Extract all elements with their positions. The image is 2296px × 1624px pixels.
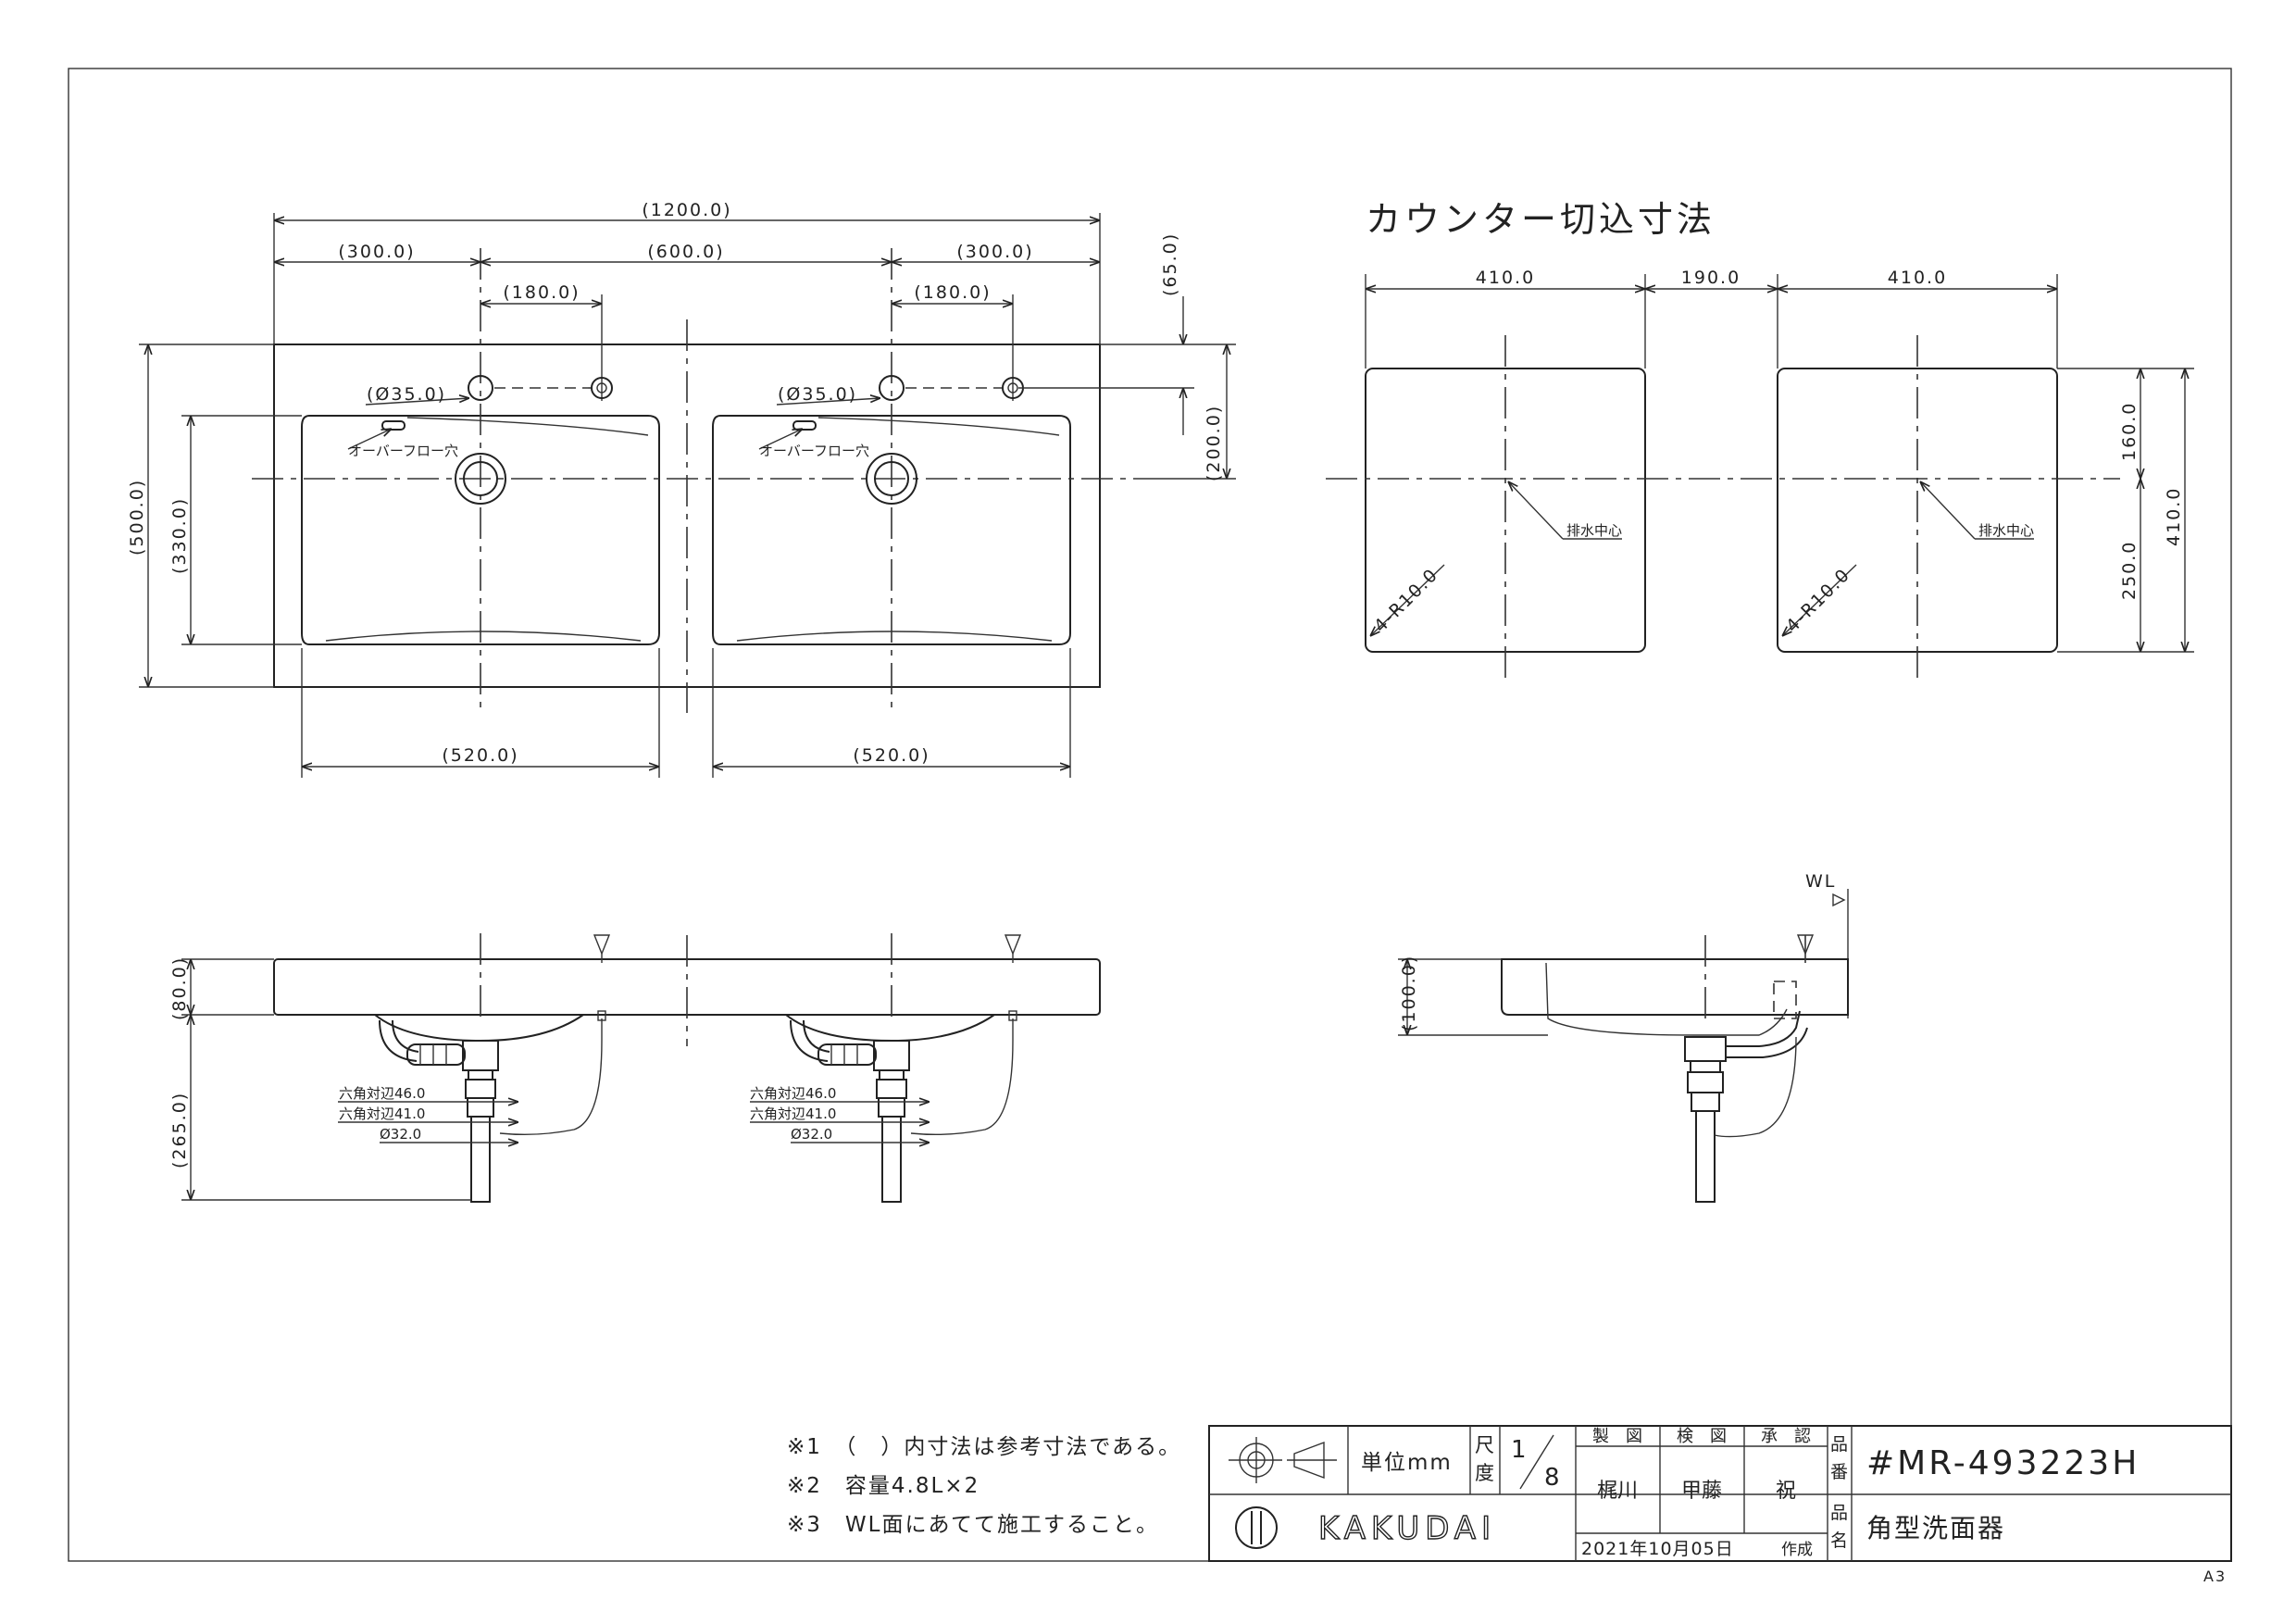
drain-assembly-left — [374, 934, 611, 1203]
overflow-hole-icon — [347, 420, 817, 450]
name-label-1: 品 — [1830, 1503, 1848, 1523]
part-no-label-2: 番 — [1830, 1462, 1848, 1482]
cutout-title: カウンター切込寸法 — [1366, 199, 1716, 240]
overflow-label-right: オーバーフロー穴 — [759, 443, 869, 459]
checked-by: 甲藤 — [1681, 1480, 1722, 1503]
drain-center-right: 排水中心 — [1978, 522, 2034, 539]
company-name: KAKUDAI — [1318, 1510, 1496, 1547]
overflow-label-left: オーバーフロー穴 — [348, 443, 458, 459]
date: 2021年10月05日 — [1581, 1539, 1734, 1559]
part-no-label-1: 品 — [1830, 1434, 1848, 1455]
kakudai-logo-icon — [1235, 1506, 1278, 1549]
dim-bowl-left: (520.0) — [442, 745, 518, 766]
hex-41-left: 六角対辺41.0 — [339, 1106, 425, 1122]
leader-radius-right — [1782, 564, 1857, 636]
note-2: ※2 容量4.8L×2 — [787, 1474, 980, 1498]
hex-41-right: 六角対辺41.0 — [750, 1106, 836, 1122]
projection-symbol-icon — [1229, 1437, 1337, 1483]
end-view: WL (100.0) — [1398, 871, 1849, 1203]
pipe-32-left: Ø32.0 — [380, 1126, 421, 1143]
drawn-by: 梶川 — [1597, 1480, 1638, 1503]
leader-drain-center-left — [1508, 481, 1564, 540]
wl-marker-icon — [1832, 893, 1846, 907]
scale-num: 1 — [1511, 1436, 1527, 1464]
dim-side-right: (300.0) — [956, 242, 1033, 262]
unit-label: 単位mm — [1361, 1451, 1453, 1475]
dim-side-left: (300.0) — [338, 242, 415, 262]
dim-hole-right: (Ø35.0) — [778, 384, 857, 405]
bowl-end-profile — [1545, 962, 1788, 1036]
dim-cutout-left: 410.0 — [1476, 268, 1535, 288]
bowl-left-outline — [301, 415, 660, 645]
leader-radius-left — [1370, 564, 1445, 636]
leader-hole-right — [776, 398, 880, 406]
drain-assembly-end — [1684, 981, 1808, 1203]
dim-drain-offset: (200.0) — [1204, 405, 1224, 481]
side-view: (80.0) (265.0) 六角対辺46.0 六角対辺41.0 Ø32.0 六… — [169, 933, 1101, 1203]
dim-bowl-depth: (330.0) — [169, 497, 190, 574]
dim-faucet-right: (180.0) — [914, 282, 991, 303]
drain-center-left: 排水中心 — [1566, 522, 1622, 539]
bowl-left-front-edge — [325, 631, 642, 642]
name-label-2: 名 — [1830, 1530, 1848, 1551]
sheet-size: A3 — [2203, 1568, 2227, 1585]
leader-hole-left — [365, 398, 469, 406]
counter-end-profile — [1501, 958, 1849, 1016]
dim-cutout-right: 410.0 — [1888, 268, 1947, 288]
dim-back-offset: (65.0) — [1160, 232, 1180, 296]
scale-den: 8 — [1544, 1464, 1560, 1492]
dim-thickness: (80.0) — [169, 956, 190, 1020]
dim-depth: 410.0 — [2164, 487, 2184, 546]
approved-head: 承 認 — [1761, 1427, 1811, 1446]
dim-bowl-right: (520.0) — [853, 745, 930, 766]
dim-rear: 250.0 — [2119, 541, 2140, 600]
radius-left: 4-R10.0 — [1370, 564, 1442, 636]
bowl-right-front-edge — [736, 631, 1053, 642]
dim-center: (600.0) — [647, 242, 724, 262]
notes: ※1 （ ）内寸法は参考寸法である。 ※2 容量4.8L×2 ※3 WL面にあて… — [787, 1435, 1181, 1537]
part-no: #MR-493223H — [1866, 1444, 2140, 1482]
hex-46-left: 六角対辺46.0 — [339, 1085, 425, 1102]
drawing-border — [68, 68, 2232, 1562]
drain-icon — [455, 453, 917, 505]
leader-drain-center-right — [1920, 481, 1976, 540]
radius-right: 4-R10.0 — [1782, 564, 1854, 636]
scale-label-1: 尺 — [1475, 1434, 1494, 1456]
dim-drain-length: (265.0) — [169, 1092, 190, 1168]
approved-by: 祝 — [1776, 1480, 1796, 1503]
scale-slash — [1519, 1434, 1554, 1490]
title-block: 単位mm 尺 度 1 8 製 図 検 図 承 認 梶川 甲藤 祝 品 番 #MR… — [1208, 1425, 2232, 1562]
dim-height: (100.0) — [1399, 955, 1419, 1031]
bowl-left-back-edge — [406, 417, 649, 436]
faucet-marker-icon — [1796, 934, 1815, 956]
date-suffix: 作成 — [1781, 1541, 1813, 1559]
pipe-32-right: Ø32.0 — [791, 1126, 832, 1143]
dim-total-depth: (500.0) — [127, 479, 147, 556]
dim-hole-left: (Ø35.0) — [367, 384, 446, 405]
note-3: ※3 WL面にあてて施工すること。 — [787, 1513, 1159, 1537]
bowl-right-outline — [712, 415, 1071, 645]
note-1: ※1 （ ）内寸法は参考寸法である。 — [787, 1435, 1181, 1459]
top-view: オーバーフロー穴 オーバーフロー穴 (1200.0) (300.0) (600.… — [127, 200, 1236, 778]
cutout-view: カウンター切込寸法 410.0 190.0 410.0 排水中心 排水中心 4-… — [1326, 199, 2194, 685]
tap-hole-icon — [468, 375, 1024, 401]
dim-cutout-gap: 190.0 — [1681, 268, 1741, 288]
product-name: 角型洗面器 — [1866, 1513, 2005, 1543]
drain-assembly-right — [785, 934, 1022, 1203]
bowl-right-back-edge — [817, 417, 1060, 436]
hex-46-right: 六角対辺46.0 — [750, 1085, 836, 1102]
dim-front: 160.0 — [2119, 402, 2140, 461]
dim-faucet-left: (180.0) — [503, 282, 580, 303]
wl-label: WL — [1805, 871, 1836, 892]
scale-label-2: 度 — [1475, 1462, 1494, 1484]
checked-head: 検 図 — [1677, 1427, 1727, 1446]
dim-total-width: (1200.0) — [642, 200, 731, 220]
drawn-head: 製 図 — [1592, 1427, 1642, 1446]
